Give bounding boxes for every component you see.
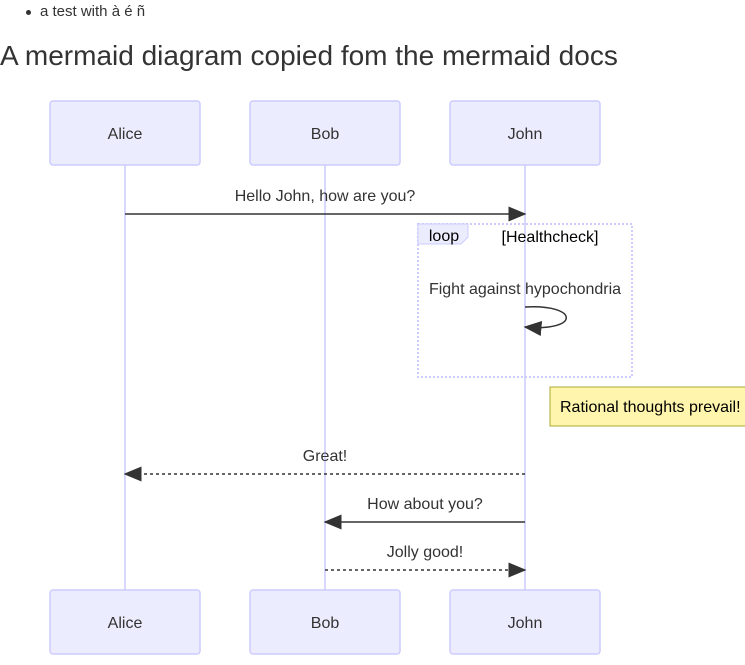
bullet-list: a test with à é ñ (22, 2, 145, 22)
message-label: Great! (303, 448, 347, 465)
note-box (549, 386, 745, 427)
message-label: Fight against hypochondria (429, 281, 621, 298)
self-message-arrow (523, 306, 567, 336)
note-text: Rational thoughts prevail! (560, 399, 741, 416)
loop-block: loop [Healthcheck] (417, 223, 633, 378)
actor-label: John (508, 615, 543, 632)
actor-alice-top: Alice (49, 100, 201, 166)
list-item-text: a test with à é ñ (40, 3, 146, 20)
actor-label: Alice (108, 126, 143, 143)
actor-alice-bottom: Alice (49, 589, 201, 655)
list-item: a test with à é ñ (22, 2, 145, 22)
message-label: How about you? (367, 496, 483, 513)
loop-condition: [Healthcheck] (502, 229, 599, 246)
actor-label: Alice (108, 615, 143, 632)
actor-john-top: John (449, 100, 601, 166)
actor-john-bottom: John (449, 589, 601, 655)
note: Rational thoughts prevail! (549, 386, 745, 427)
actor-bob-bottom: Bob (249, 589, 401, 655)
actor-label: Bob (311, 126, 340, 143)
message-label: Hello John, how are you? (235, 188, 416, 205)
bullet-dot (26, 10, 31, 15)
loop-label-box (417, 223, 469, 245)
actor-label: Bob (311, 615, 340, 632)
loop-frame (417, 223, 633, 378)
page-heading: A mermaid diagram copied fom the mermaid… (0, 40, 618, 71)
loop-keyword: loop (429, 228, 459, 245)
actor-label: John (508, 126, 543, 143)
message-label: Jolly good! (387, 544, 464, 561)
actor-bob-top: Bob (249, 100, 401, 166)
